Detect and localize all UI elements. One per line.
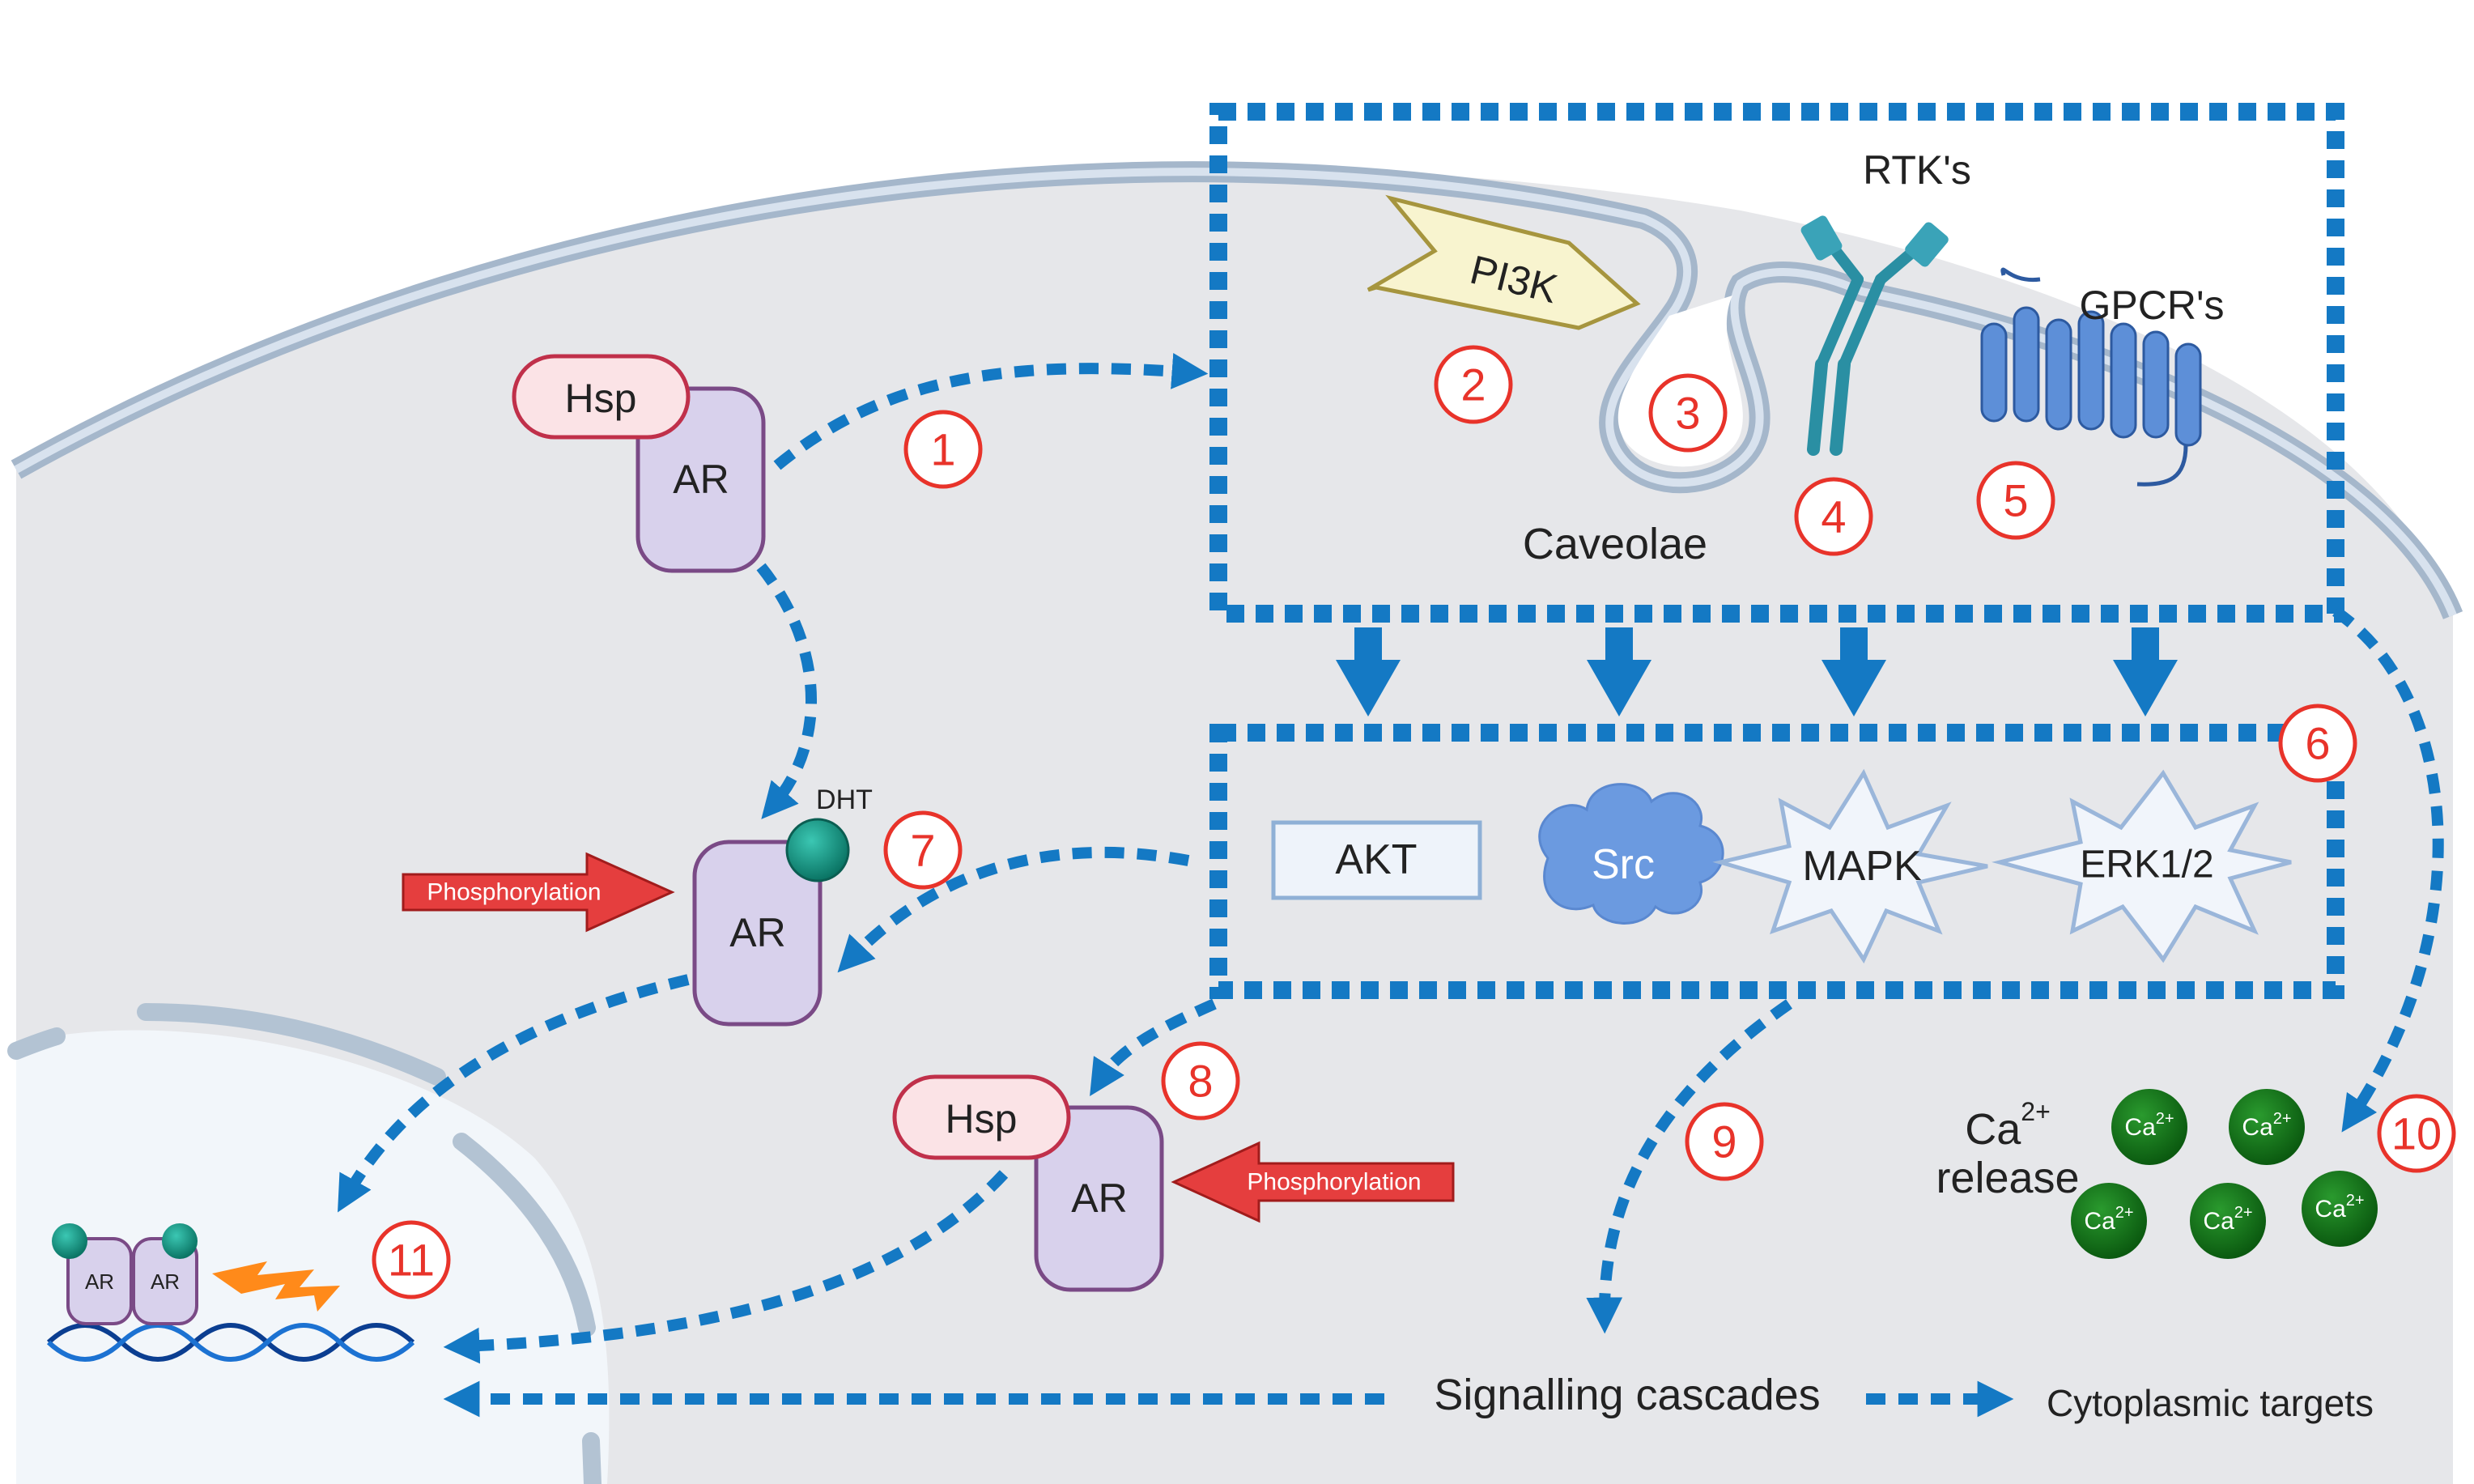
hsp-label: Hsp [946,1096,1018,1142]
down-arrow [1336,627,1401,716]
gpcrs-label: GPCR's [2079,283,2224,328]
ar-label: AR [85,1269,114,1294]
dht-label: DHT [816,785,873,815]
ar-label: AR [151,1269,180,1294]
ar-protein [66,1237,133,1325]
pi3k-protein: PI3K [1367,194,1641,330]
svg-text:5: 5 [2003,475,2028,526]
dht-ligand [52,1223,87,1259]
svg-text:6: 6 [2305,718,2330,769]
kinase-box [1209,724,2344,999]
ar-protein [636,386,766,573]
flow-arrow-ar-to-nucleus [338,974,690,1213]
calcium-ion: Ca2+ [2190,1183,2266,1259]
step-marker: 5 [1976,461,2055,540]
hsp-ar-complex-top: Hsp AR [512,354,766,573]
akt-kinase: AKT [1271,820,1482,900]
src-kinase: Src [1538,783,1724,925]
flow-arrow-kinase-to-ar [837,847,1190,973]
mapk-label: MAPK [1802,843,1922,890]
step-marker: 6 [2278,704,2357,783]
svg-text:9: 9 [1711,1116,1736,1167]
svg-text:4: 4 [1821,491,1846,542]
down-arrow [2113,627,2178,716]
ca-charge: 2+ [2021,1097,2050,1126]
caveolae-label: Caveolae [1523,520,1707,568]
svg-text:Ca2+: Ca2+ [2242,1110,2291,1141]
release-label: release [1936,1154,2079,1202]
ar-label: AR [673,457,729,502]
svg-text:3: 3 [1675,388,1700,439]
step-marker: 8 [1161,1041,1240,1120]
dht-ligand [785,818,850,882]
svg-text:8: 8 [1188,1056,1213,1107]
rtks-label: RTK's [1863,147,1971,193]
calcium-release-label: Ca2+ release [1936,1097,2079,1202]
hsp-ar-complex-bottom: Hsp AR [892,1074,1164,1292]
phosphorylation-label: Phosphorylation [1247,1169,1421,1196]
hsp-protein [512,354,691,440]
flow-arrow-hsp-to-dna [443,1170,1009,1364]
down-arrow [1587,627,1651,716]
flow-arrow-1 [773,353,1209,470]
svg-text:Ca2+: Ca2+ [2203,1204,2252,1235]
step-marker: 4 [1794,477,1873,556]
ar-label: AR [1071,1176,1127,1221]
calcium-ion: Ca2+ [2111,1089,2187,1165]
calcium-ion: Ca2+ [2071,1183,2147,1259]
akt-label: AKT [1335,836,1417,883]
phosphorylation-arrow-left: Phosphorylation [402,852,675,933]
dht-ligand [162,1223,198,1259]
svg-text:Ca2+: Ca2+ [2124,1110,2174,1141]
hsp-label: Hsp [565,376,637,421]
step-marker: 7 [883,810,963,890]
step-marker: 3 [1648,373,1728,453]
step-marker: 9 [1685,1102,1764,1181]
svg-text:1: 1 [930,424,955,475]
ar-dht-complex: AR DHT [692,785,873,1027]
ca-base: Ca [1965,1105,2021,1154]
flow-arrow-ar-to-dht [756,563,818,819]
signalling-cascades-label: Signalling cascades [1434,1371,1820,1419]
nuclear-envelope [7,1003,601,1484]
rtk-receptor-icon [1800,215,1949,456]
step-marker: 11 [372,1220,451,1299]
erk-label: ERK1/2 [2080,844,2213,887]
hsp-protein [892,1074,1071,1160]
membrane-inner [14,168,2457,617]
svg-text:Ca2+: Ca2+ [2084,1204,2133,1235]
svg-text:11: 11 [388,1235,435,1286]
transcription-bolt-icon [212,1261,340,1312]
cascade-arrows [1336,627,2178,716]
calcium-ions: Ca2+ Ca2+ Ca2+ Ca2+ Ca2+ [2071,1089,2378,1259]
calcium-ion: Ca2+ [2229,1089,2305,1165]
step-marker: 10 [2377,1094,2456,1173]
flow-arrow-10 [2332,606,2444,1133]
gpcr-receptor-icon [1980,267,2202,487]
svg-text:7: 7 [910,825,935,876]
mapk-kinase: MAPK [1712,768,1988,964]
src-label: Src [1592,841,1655,888]
phosphorylation-arrow-right: Phosphorylation [1171,1141,1455,1223]
ar-protein [692,840,823,1027]
step-marker: 1 [903,410,983,489]
step-marker: 2 [1434,345,1513,424]
down-arrow [1821,627,1886,716]
svg-text:2: 2 [1460,359,1486,410]
step-markers: 1 2 3 4 5 6 7 8 9 10 11 [372,345,2456,1299]
dna-helix [46,1323,415,1362]
cytoplasmic-targets-label: Cytoplasmic targets [2047,1382,2374,1424]
svg-text:10: 10 [2391,1108,2442,1159]
ar-protein [1034,1105,1164,1292]
membrane-receptor-box [1209,103,2344,623]
phosphorylation-label: Phosphorylation [427,879,601,906]
erk-kinase: ERK1/2 [1992,769,2292,963]
svg-text:Ca2+: Ca2+ [1965,1097,2051,1154]
ar-dimer: AR AR [52,1223,198,1325]
ar-label: AR [729,910,785,955]
svg-text:Ca2+: Ca2+ [2315,1192,2364,1222]
calcium-ion: Ca2+ [2302,1171,2378,1247]
